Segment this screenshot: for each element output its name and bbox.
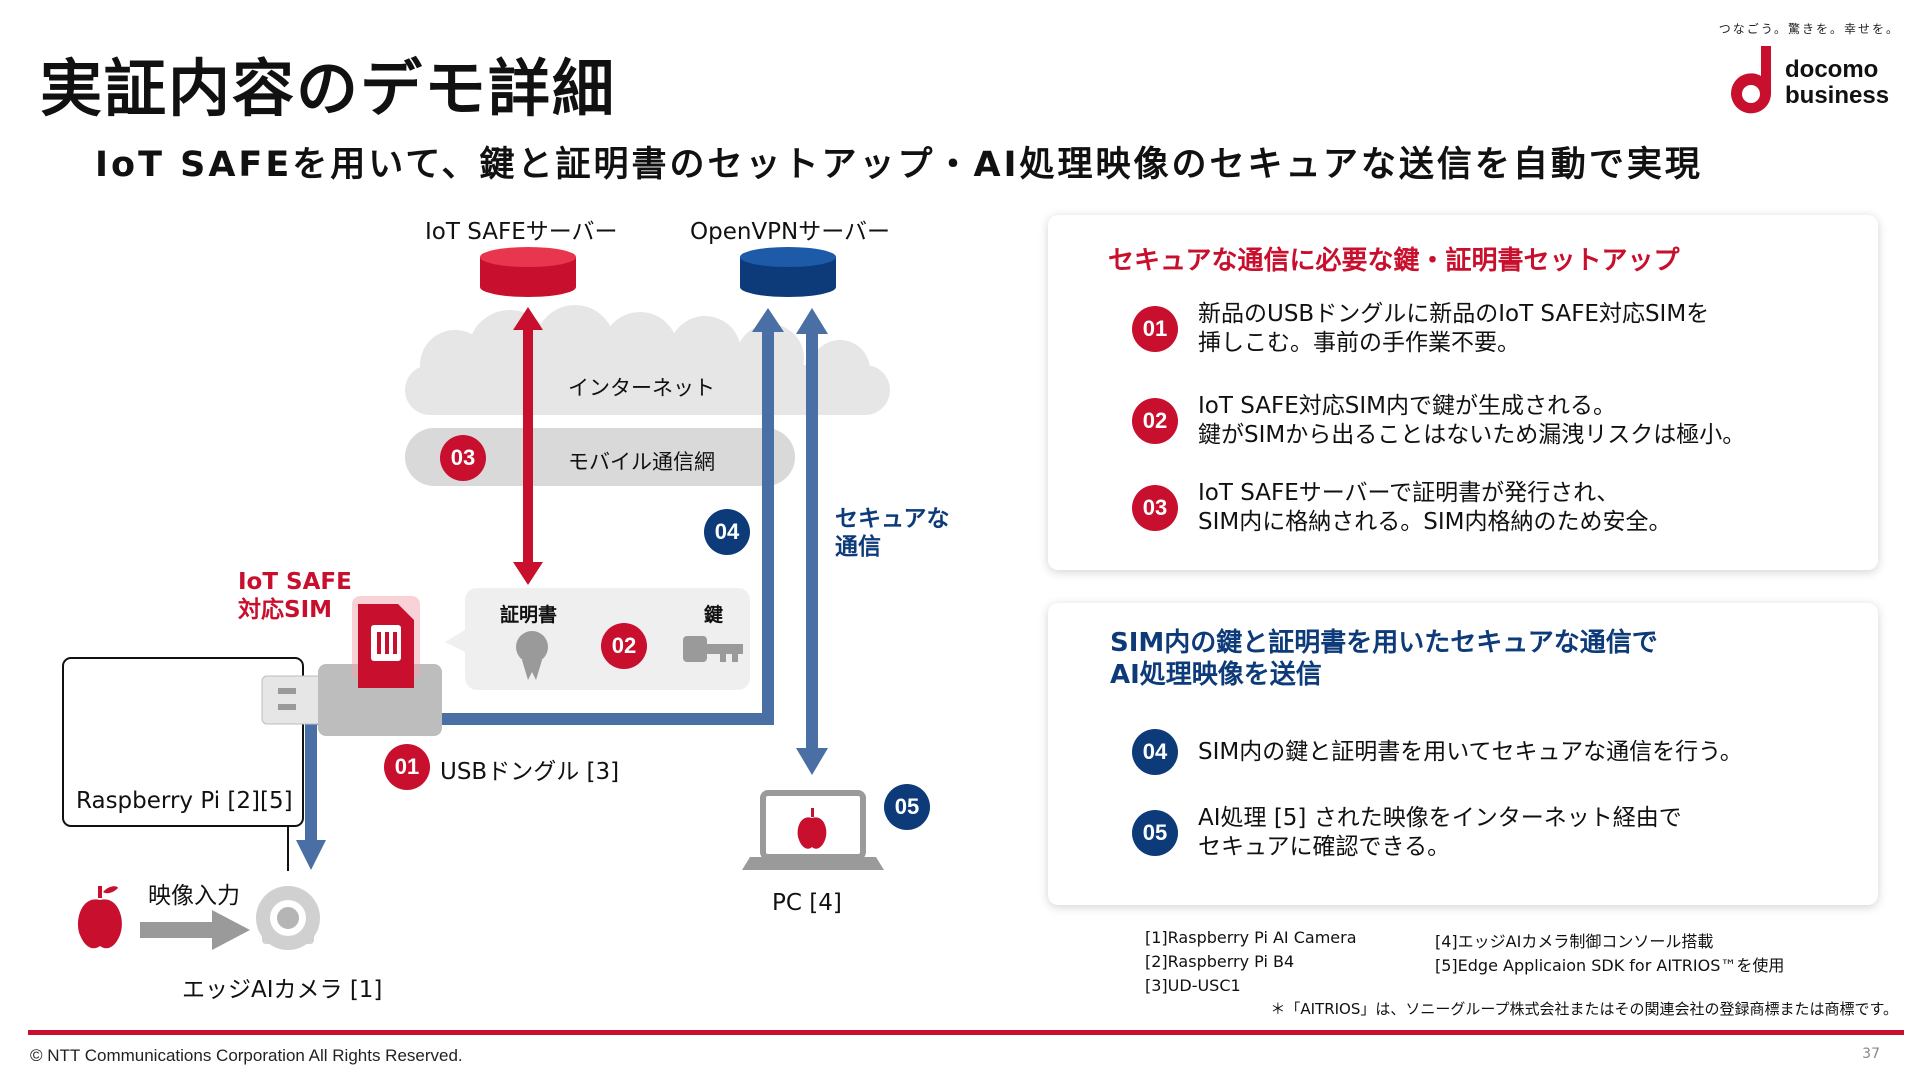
transfer-step-04-line1: SIM内の鍵と証明書を用いてセキュアな通信を行う。 [1198,738,1743,765]
pc-laptop-icon [742,790,884,870]
step-badge-05: 05 [884,784,930,830]
transfer-step-04: 04 SIM内の鍵と証明書を用いてセキュアな通信を行う。 [1132,729,1743,775]
architecture-diagram [62,247,890,950]
transfer-card-title-line2: AI処理映像を送信 [1110,660,1322,690]
edge-ai-camera-label: エッジAIカメラ [1] [182,977,383,1003]
brand-tagline: つなごう。驚きを。幸せを。 [1718,22,1900,36]
edge-ai-camera-icon [256,886,320,950]
setup-step-03-line2: SIM内に格納される。SIM内格納のため安全。 [1198,509,1672,535]
usb-dongle-label: USBドングル [3] [440,759,620,785]
footnote-2: [2]Raspberry Pi B4 [1145,952,1295,971]
docomo-logo-mark-icon [1731,46,1771,114]
secure-transfer-card: SIM内の鍵と証明書を用いたセキュアな通信で AI処理映像を送信 04 SIM内… [1048,603,1878,905]
iot-safe-server-label: IoT SAFEサーバー [425,219,618,245]
iot-safe-server-icon [480,247,576,297]
setup-step-03-badge: 03 [1132,485,1178,531]
setup-step-02-badge: 02 [1132,398,1178,444]
footer-divider [28,1030,1904,1035]
setup-step-03-line1: IoT SAFEサーバーで証明書が発行され、 [1198,480,1620,506]
setup-step-01: 01 新品のUSBドングルに新品のIoT SAFE対応SIMを 挿しこむ。事前の… [1132,300,1709,358]
setup-step-01-badge: 01 [1132,306,1178,352]
setup-step-02-line1: IoT SAFE対応SIM内で鍵が生成される。 [1198,393,1616,419]
footnote-3: [3]UD-USC1 [1145,976,1241,995]
sim-card-icon [352,596,420,688]
transfer-step-04-text: SIM内の鍵と証明書を用いてセキュアな通信を行う。 [1198,738,1743,767]
setup-step-01-line2: 挿しこむ。事前の手作業不要。 [1198,330,1520,356]
raspberry-pi-board-icon [62,657,304,827]
setup-steps-card: セキュアな通信に必要な鍵・証明書セットアップ 01 新品のUSBドングルに新品の… [1048,215,1878,570]
setup-step-03: 03 IoT SAFEサーバーで証明書が発行され、 SIM内に格納される。SIM… [1132,479,1671,537]
transfer-step-05-badge: 05 [1132,810,1178,856]
page-subtitle: IoT SAFEを用いて、鍵と証明書のセットアップ・AI処理映像のセキュアな送信… [95,145,1703,185]
logo-text-docomo: docomo [1785,56,1879,83]
setup-step-03-text: IoT SAFEサーバーで証明書が発行され、 SIM内に格納される。SIM内格納… [1198,479,1671,537]
iot-safe-sim-label-line2: 対応SIM [238,597,333,623]
iot-safe-sim-label-line1: IoT SAFE [238,569,352,595]
iot-safe-sim-label: IoT SAFE 対応SIM [238,568,352,624]
transfer-step-05-line2: セキュアに確認できる。 [1198,834,1451,860]
transfer-step-04-badge: 04 [1132,729,1178,775]
certificate-icon [516,631,548,680]
video-input-label: 映像入力 [148,883,240,909]
setup-step-02: 02 IoT SAFE対応SIM内で鍵が生成される。 鍵がSIMから出ることはな… [1132,392,1745,450]
apple-subject-icon [78,886,122,949]
transfer-step-05: 05 AI処理 [5] された映像をインターネット経由で セキュアに確認できる。 [1132,804,1682,862]
video-input-arrow [140,910,250,950]
openvpn-server-label: OpenVPNサーバー [690,219,891,245]
internet-label: インターネット [568,376,715,400]
openvpn-server-icon [740,247,836,297]
secure-comm-label-line2: 通信 [835,534,881,560]
step-badge-02: 02 [601,623,647,669]
footnote-1: [1]Raspberry Pi AI Camera [1145,928,1357,947]
pc-label: PC [4] [772,890,842,916]
certificate-label: 証明書 [500,604,558,626]
step-badge-03: 03 [440,435,486,481]
setup-card-title: セキュアな通信に必要な鍵・証明書セットアップ [1108,246,1680,276]
step-badge-04: 04 [704,509,750,555]
copyright-text: © NTT Communications Corporation All Rig… [30,1046,463,1065]
footnote-5: [5]Edge Applicaion SDK for AITRIOS™を使用 [1435,956,1785,975]
docomo-business-logo: docomo business [1725,44,1905,114]
mobile-network-label: モバイル通信網 [568,450,715,474]
page-title: 実証内容のデモ詳細 [40,52,617,125]
certificate-issue-arrow [513,307,543,585]
secure-comm-label: セキュアな 通信 [835,505,950,561]
step-badge-01: 01 [384,744,430,790]
raspberry-pi-label: Raspberry Pi [2][5] [76,788,293,814]
transfer-card-title: SIM内の鍵と証明書を用いたセキュアな通信で AI処理映像を送信 [1110,627,1658,691]
key-label: 鍵 [704,604,724,626]
trademark-note: ＊「AITRIOS」は、ソニーグループ株式会社またはその関連会社の登録商標または… [1270,1000,1898,1018]
footnote-4: [4]エッジAIカメラ制御コンソール搭載 [1435,932,1714,951]
setup-step-01-text: 新品のUSBドングルに新品のIoT SAFE対応SIMを 挿しこむ。事前の手作業… [1198,300,1709,358]
setup-step-02-text: IoT SAFE対応SIM内で鍵が生成される。 鍵がSIMから出ることはないため… [1198,392,1745,450]
secure-comm-arrow [796,308,828,775]
setup-step-01-line1: 新品のUSBドングルに新品のIoT SAFE対応SIMを [1198,301,1710,327]
logo-text-business: business [1785,82,1890,109]
secure-comm-label-line1: セキュアな [835,506,950,532]
key-icon [683,636,743,662]
transfer-step-05-text: AI処理 [5] された映像をインターネット経由で セキュアに確認できる。 [1198,804,1682,862]
setup-step-02-line2: 鍵がSIMから出ることはないため漏洩リスクは極小。 [1198,422,1746,448]
mobile-network-band [405,428,795,486]
page-number: 37 [1862,1046,1880,1062]
transfer-card-title-line1: SIM内の鍵と証明書を用いたセキュアな通信で [1110,628,1658,658]
transfer-step-05-line1: AI処理 [5] された映像をインターネット経由で [1198,805,1682,831]
